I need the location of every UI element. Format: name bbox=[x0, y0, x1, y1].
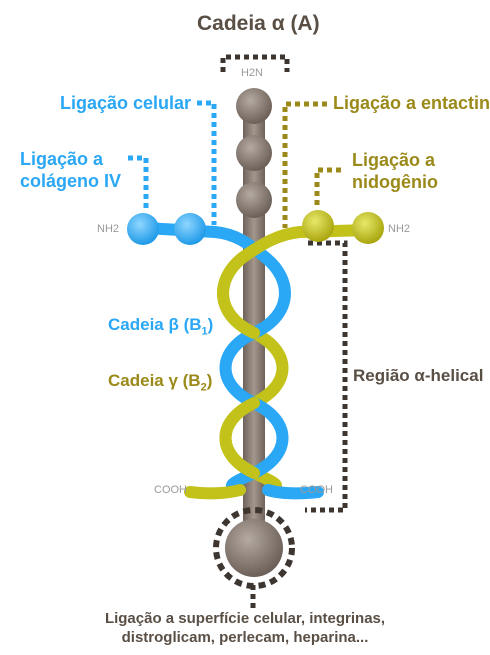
gamma-chain-label: Cadeia γ (B2) bbox=[108, 371, 213, 394]
gamma-globule-1 bbox=[302, 210, 334, 242]
gamma-n-terminal: NH2 bbox=[388, 223, 411, 235]
beta-chain-label: Cadeia β (B1) bbox=[108, 315, 214, 338]
collagen-binding-line bbox=[128, 155, 149, 212]
cell-binding-line bbox=[197, 100, 217, 225]
gamma-c-terminal: COOH bbox=[154, 484, 187, 496]
gamma-short-arm bbox=[236, 224, 376, 264]
entactin-binding-label: Ligação a entactina bbox=[333, 93, 490, 113]
alpha-globule-3 bbox=[236, 182, 272, 218]
g-domain-dotted-ring bbox=[213, 507, 295, 589]
alpha-globule-2 bbox=[236, 135, 272, 171]
collagen-binding-label-2: colágeno IV bbox=[20, 171, 122, 191]
bottom-binding-label-2: distroglicam, perlecam, heparina... bbox=[121, 629, 369, 646]
beta-globule-2 bbox=[174, 213, 206, 245]
beta-short-arm bbox=[139, 222, 272, 264]
nidogen-binding-line bbox=[314, 167, 341, 207]
helical-region-label: Região α-helical bbox=[353, 366, 484, 385]
gamma-helix-front-1 bbox=[217, 252, 260, 339]
alpha-globule-1 bbox=[236, 88, 272, 124]
alpha-top-bracket bbox=[220, 54, 290, 72]
gamma-c-tail bbox=[184, 484, 246, 500]
coiled-coil bbox=[217, 252, 291, 496]
collagen-binding-label-1: Ligação a bbox=[20, 149, 104, 169]
beta-c-terminal: COOH bbox=[300, 484, 333, 496]
alpha-chain-label: Cadeia α (A) bbox=[197, 12, 320, 35]
beta-c-tail bbox=[262, 484, 324, 500]
annotation-lines bbox=[128, 54, 348, 610]
alpha-n-terminal: H2N bbox=[241, 67, 264, 79]
entactin-binding-line bbox=[282, 101, 327, 228]
alpha-g-domain bbox=[225, 519, 283, 577]
beta-n-terminal: NH2 bbox=[97, 223, 120, 235]
bottom-binding-label-1: Ligação a superfície celular, integrinas… bbox=[104, 610, 386, 627]
beta-globule-1 bbox=[127, 213, 159, 245]
helical-region-bracket bbox=[305, 240, 348, 513]
cell-binding-label: Ligação celular bbox=[60, 93, 192, 113]
gamma-globule-2 bbox=[352, 212, 384, 244]
nidogen-binding-label-1: Ligação a bbox=[352, 150, 436, 170]
gamma-helix-front-2 bbox=[219, 397, 260, 479]
nidogen-binding-label-2: nidogênio bbox=[352, 172, 438, 192]
